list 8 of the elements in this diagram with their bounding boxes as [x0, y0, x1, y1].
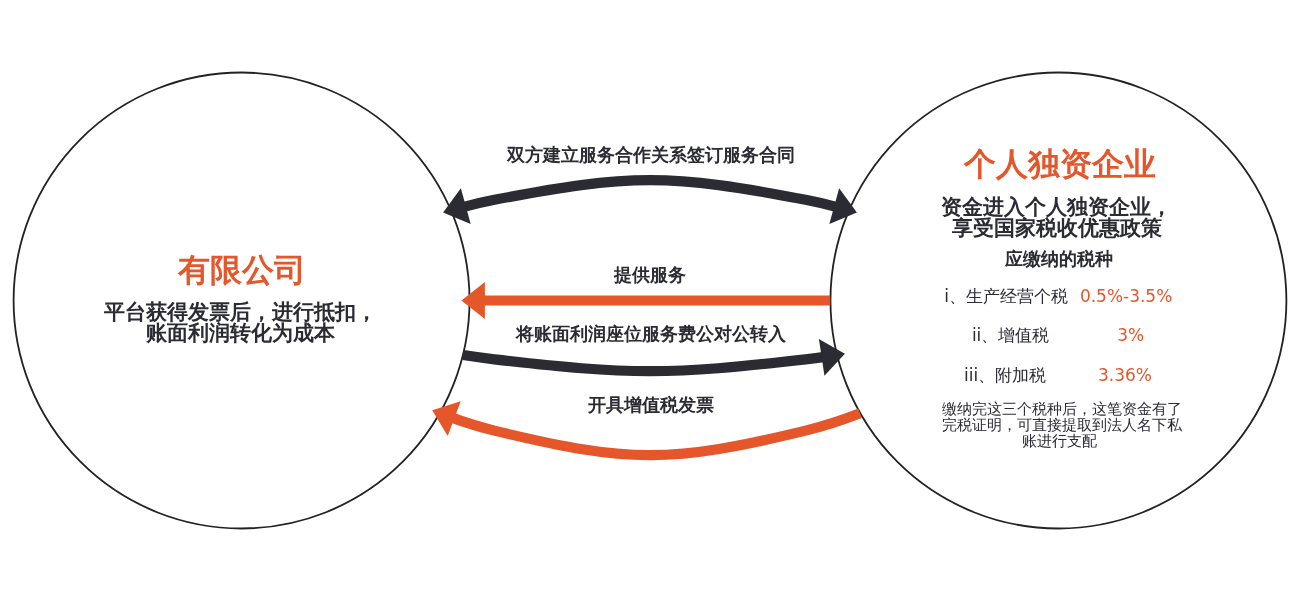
edge-label: 将账面利润座位服务费公对公转入: [516, 322, 787, 344]
edge-label: 提供服务: [613, 263, 686, 285]
arrow: [432, 400, 862, 460]
edge-label: 开具增值税发票: [587, 393, 714, 415]
edge-label: 双方建立服务合作关系签订服务合同: [507, 143, 796, 165]
arrow: [443, 174, 857, 224]
arrow: [462, 338, 845, 376]
arrow: [461, 281, 831, 319]
